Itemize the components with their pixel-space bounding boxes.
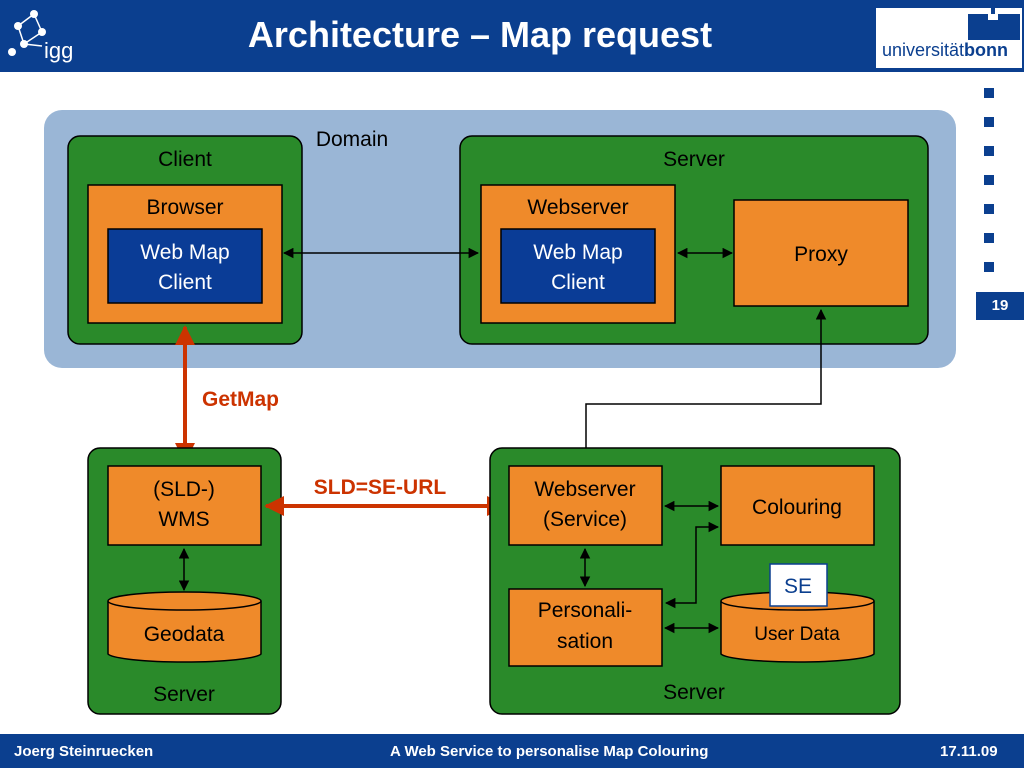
wmc-right-line1: Web Map [533, 241, 623, 264]
geodata-label: Geodata [144, 623, 225, 646]
wmc-left-line1: Web Map [140, 241, 230, 264]
personalisation-box [508, 588, 663, 667]
wms-line2: WMS [158, 508, 209, 531]
geodata-cylinder [107, 591, 262, 663]
browser-label: Browser [146, 196, 223, 219]
server-bottom-right-label: Server [663, 681, 725, 704]
personal-line1: Personali- [538, 599, 633, 622]
igg-logo-icon [8, 10, 46, 56]
server-top-label: Server [663, 148, 725, 171]
user-data-label: User Data [754, 624, 840, 645]
se-box [769, 563, 828, 607]
nav-bullet-icon[interactable] [984, 204, 994, 214]
university-logo-text: universität [882, 40, 965, 60]
webserver-service-box [508, 465, 663, 546]
client-label: Client [158, 148, 212, 171]
footer-title: A Web Service to personalise Map Colouri… [390, 743, 709, 760]
wms-line1: (SLD-) [153, 478, 215, 501]
proxy-box [733, 199, 909, 307]
web-map-client-left [107, 228, 263, 304]
nav-bullet-icon[interactable] [984, 146, 994, 156]
wms-box [107, 465, 262, 546]
webserver-label: Webserver [527, 196, 628, 219]
architecture-diagram: Domain Client Browser Web Map Client Ser… [44, 110, 956, 715]
proxy-service-connector [580, 308, 827, 466]
slide-navigation [984, 88, 996, 291]
proxy-label: Proxy [794, 243, 848, 266]
header-bar: igg Architecture – Map request universit… [0, 0, 1024, 72]
university-building-icon [968, 8, 1020, 40]
colouring-box [720, 465, 875, 546]
getmap-label: GetMap [202, 388, 279, 411]
ws-service-line1: Webserver [534, 478, 635, 501]
nav-bullet-icon[interactable] [984, 175, 994, 185]
domain-label: Domain [316, 128, 388, 151]
nav-bullet-icon[interactable] [984, 262, 994, 272]
se-label: SE [784, 575, 812, 598]
footer-author: Joerg Steinruecken [14, 743, 154, 760]
wmc-right-line2: Client [551, 271, 605, 294]
university-logo-bold: bonn [964, 40, 1009, 60]
web-map-client-right [500, 228, 656, 304]
server-bottom-left-label: Server [153, 683, 215, 706]
nav-bullet-icon[interactable] [984, 233, 994, 243]
footer-bar: Joerg Steinruecken A Web Service to pers… [0, 734, 1024, 768]
nav-bullet-icon[interactable] [984, 117, 994, 127]
university-logo: universitätbonn [876, 8, 1022, 68]
igg-logo-text: igg [44, 38, 74, 63]
colouring-label: Colouring [752, 496, 842, 519]
page-number: 19 [976, 292, 1024, 320]
nav-bullet-icon[interactable] [984, 88, 994, 98]
footer-date: 17.11.09 [940, 743, 998, 760]
personal-line2: sation [557, 630, 613, 653]
wmc-left-line2: Client [158, 271, 212, 294]
personal-colouring-connector [664, 521, 720, 609]
page-title: Architecture – Map request [247, 14, 713, 55]
ws-service-line2: (Service) [543, 508, 627, 531]
sld-se-url-label: SLD=SE-URL [314, 476, 447, 499]
